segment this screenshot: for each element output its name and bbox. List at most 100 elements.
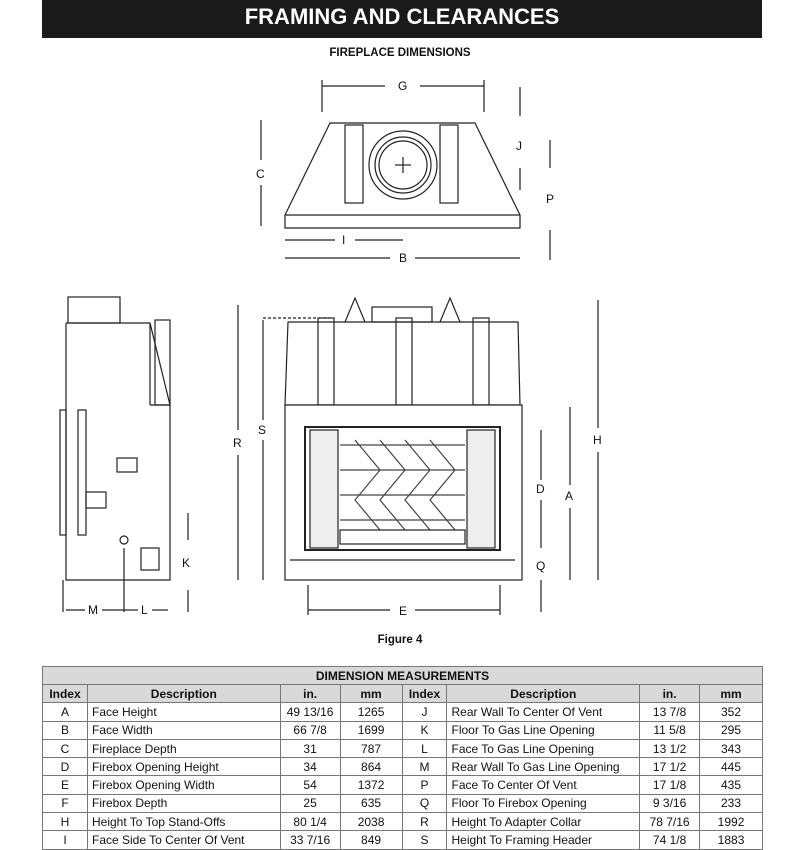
description-cell: Height To Adapter Collar xyxy=(446,812,641,832)
index-cell: S xyxy=(401,830,448,850)
column-header: Index xyxy=(401,683,448,704)
label-i: I xyxy=(342,233,345,247)
label-e: E xyxy=(399,604,407,618)
description-cell: Rear Wall To Gas Line Opening xyxy=(446,757,641,777)
inches-cell: 31 xyxy=(279,738,341,759)
index-cell: I xyxy=(42,830,88,850)
inches-cell: 11 5/8 xyxy=(639,720,701,740)
index-cell: R xyxy=(401,812,448,832)
column-header: Index xyxy=(42,683,88,704)
description-cell: Fireplace Depth xyxy=(86,738,281,759)
mm-cell: 1372 xyxy=(339,775,403,795)
column-header: Description xyxy=(86,683,281,704)
description-cell: Face To Gas Line Opening xyxy=(446,738,641,759)
column-header: in. xyxy=(639,683,701,704)
index-cell: M xyxy=(401,757,448,777)
mm-cell: 233 xyxy=(699,793,763,814)
mm-cell: 1992 xyxy=(699,812,763,832)
index-cell: E xyxy=(42,775,88,795)
inches-cell: 78 7/16 xyxy=(639,812,701,832)
label-h: H xyxy=(593,433,602,447)
description-cell: Height To Framing Header xyxy=(446,830,641,850)
description-cell: Height To Top Stand-Offs xyxy=(86,812,281,832)
index-cell: A xyxy=(42,702,88,722)
mm-cell: 1699 xyxy=(339,720,403,740)
index-cell: P xyxy=(401,775,448,795)
index-cell: B xyxy=(42,720,88,740)
label-q: Q xyxy=(536,559,545,573)
label-a: A xyxy=(565,489,573,503)
label-c: C xyxy=(256,167,265,181)
inches-cell: 74 1/8 xyxy=(639,830,701,850)
label-b: B xyxy=(399,251,407,265)
table-caption: DIMENSION MEASUREMENTS xyxy=(42,666,763,685)
mm-cell: 295 xyxy=(699,720,763,740)
label-p: P xyxy=(546,192,554,206)
description-cell: Firebox Opening Width xyxy=(86,775,281,795)
mm-cell: 1265 xyxy=(339,702,403,722)
index-cell: H xyxy=(42,812,88,832)
label-d: D xyxy=(536,482,545,496)
inches-cell: 80 1/4 xyxy=(279,812,341,832)
inches-cell: 54 xyxy=(279,775,341,795)
index-cell: J xyxy=(401,702,448,722)
column-header: mm xyxy=(339,683,403,704)
description-cell: Firebox Opening Height xyxy=(86,757,281,777)
diagram-subtitle: FIREPLACE DIMENSIONS xyxy=(329,47,471,59)
description-cell: Firebox Depth xyxy=(86,793,281,814)
inches-cell: 34 xyxy=(279,757,341,777)
inches-cell: 17 1/8 xyxy=(639,775,701,795)
description-cell: Face To Center Of Vent xyxy=(446,775,641,795)
description-cell: Rear Wall To Center Of Vent xyxy=(446,702,641,722)
section-title: FRAMING AND CLEARANCES xyxy=(42,0,762,38)
inches-cell: 13 1/2 xyxy=(639,738,701,759)
side-view xyxy=(59,296,189,612)
inches-cell: 33 7/16 xyxy=(279,830,341,850)
index-cell: F xyxy=(42,793,88,814)
mm-cell: 1883 xyxy=(699,830,763,850)
index-cell: D xyxy=(42,757,88,777)
inches-cell: 17 1/2 xyxy=(639,757,701,777)
column-header: Description xyxy=(446,683,641,704)
inches-cell: 9 3/16 xyxy=(639,793,701,814)
inches-cell: 13 7/8 xyxy=(639,702,701,722)
label-j: J xyxy=(516,139,522,153)
front-view xyxy=(237,296,599,615)
column-header: mm xyxy=(699,683,763,704)
inches-cell: 49 13/16 xyxy=(279,702,341,722)
description-cell: Face Width xyxy=(86,720,281,740)
inches-cell: 25 xyxy=(279,793,341,814)
label-l: L xyxy=(141,603,148,617)
description-cell: Floor To Firebox Opening xyxy=(446,793,641,814)
inches-cell: 66 7/8 xyxy=(279,720,341,740)
mm-cell: 435 xyxy=(699,775,763,795)
mm-cell: 445 xyxy=(699,757,763,777)
description-cell: Face Height xyxy=(86,702,281,722)
index-cell: C xyxy=(42,738,88,759)
description-cell: Face Side To Center Of Vent xyxy=(86,830,281,850)
label-r: R xyxy=(233,436,242,450)
column-header: in. xyxy=(279,683,341,704)
figure-caption: Figure 4 xyxy=(377,634,423,646)
index-cell: Q xyxy=(401,793,448,814)
index-cell: L xyxy=(401,738,448,759)
label-s: S xyxy=(258,423,266,437)
label-g: G xyxy=(398,79,407,93)
index-cell: K xyxy=(401,720,448,740)
label-m: M xyxy=(88,603,98,617)
top-view xyxy=(260,80,551,260)
mm-cell: 849 xyxy=(339,830,403,850)
description-cell: Floor To Gas Line Opening xyxy=(446,720,641,740)
label-k: K xyxy=(182,556,190,570)
mm-cell: 343 xyxy=(699,738,763,759)
mm-cell: 2038 xyxy=(339,812,403,832)
